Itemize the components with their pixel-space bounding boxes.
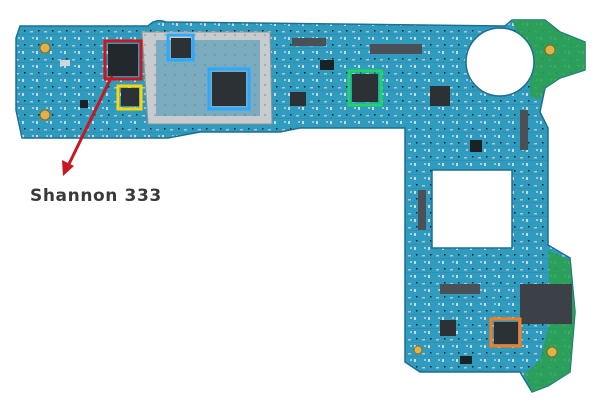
arrow-head bbox=[62, 160, 74, 176]
green-highlight bbox=[347, 69, 383, 107]
chip-processor bbox=[212, 72, 246, 106]
small-part bbox=[460, 356, 472, 364]
highlight-boxes bbox=[103, 33, 522, 348]
callout-arrow bbox=[62, 75, 114, 176]
mounting-hole bbox=[39, 109, 51, 121]
chip-audio bbox=[494, 322, 518, 344]
small-part bbox=[470, 140, 482, 152]
connector bbox=[370, 44, 422, 54]
chip-misc bbox=[430, 86, 450, 106]
light-blue-highlight-small bbox=[166, 33, 195, 62]
small-part bbox=[320, 60, 334, 70]
chip-modem bbox=[108, 44, 138, 76]
connector bbox=[440, 284, 480, 294]
chip-misc bbox=[290, 92, 306, 106]
red-highlight bbox=[103, 39, 143, 81]
chip-storage bbox=[520, 284, 572, 324]
mounting-hole bbox=[413, 345, 423, 355]
connector bbox=[418, 190, 426, 230]
small-part bbox=[80, 100, 88, 108]
mounting-hole bbox=[39, 42, 51, 54]
connector bbox=[520, 110, 528, 150]
center-cutout bbox=[431, 169, 513, 249]
connector bbox=[292, 38, 326, 46]
camera-cutout bbox=[465, 27, 535, 97]
chip-rf bbox=[352, 74, 378, 102]
chip-small bbox=[171, 38, 191, 58]
components bbox=[60, 38, 572, 364]
ground-edge-top-right bbox=[512, 20, 585, 100]
orange-highlight bbox=[489, 317, 522, 348]
light-blue-highlight-large bbox=[207, 67, 251, 111]
chip-pmic bbox=[121, 88, 139, 106]
yellow-highlight bbox=[116, 84, 143, 111]
mounting-hole bbox=[546, 346, 558, 358]
shannon-label: Shannon 333 bbox=[30, 186, 162, 206]
shield-frame bbox=[141, 31, 273, 125]
small-part bbox=[60, 60, 70, 66]
chip-misc bbox=[440, 320, 456, 336]
mounting-hole bbox=[544, 44, 556, 56]
